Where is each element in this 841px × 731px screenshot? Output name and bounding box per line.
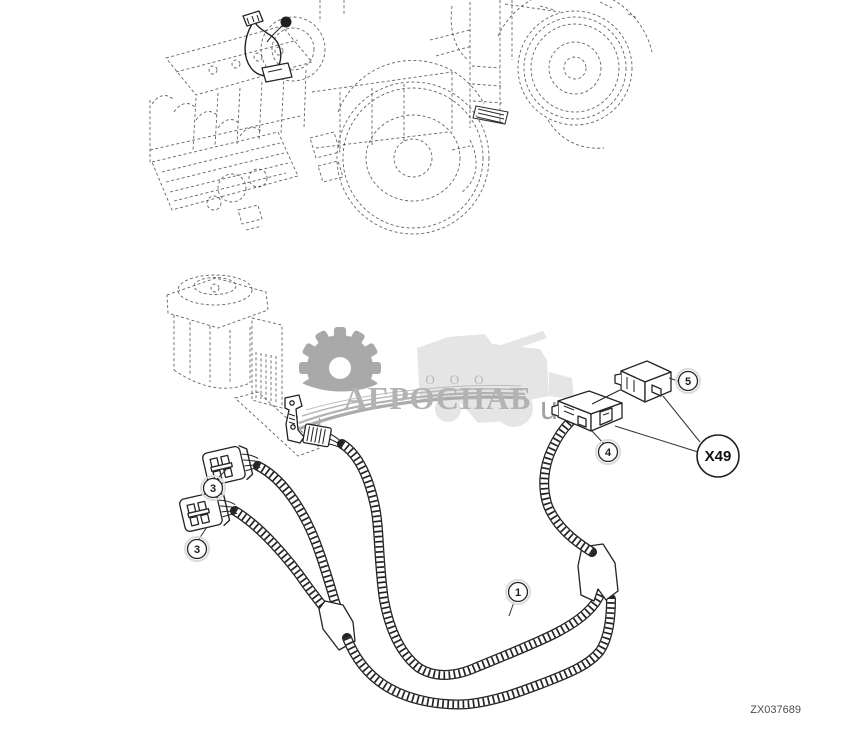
x49-reference: X49 — [614, 395, 740, 478]
engine-block-sketch — [149, 25, 344, 231]
callout-3-upper-label: 3 — [210, 483, 216, 495]
x49-balloon — [696, 434, 740, 478]
callout-1-label: 1 — [515, 587, 521, 599]
filter-unit-sketch — [166, 274, 321, 457]
callout-1-leader — [508, 601, 515, 617]
x49-leader-to-socket — [614, 425, 699, 453]
callout-5-label: 5 — [685, 376, 691, 388]
x49-label: X49 — [705, 448, 732, 465]
gear-logo-icon — [292, 327, 388, 416]
right-junction-boot — [577, 543, 619, 602]
callout-3-lower: 3 — [184, 536, 210, 562]
cab-step-sketch — [472, 105, 509, 125]
air-cleaner-sketch — [260, 16, 326, 82]
cab-ladder-sketch — [450, 0, 639, 128]
watermark-suffix: u — [540, 390, 558, 426]
rear-wheel-sketch — [497, 0, 653, 149]
callout-3-upper: 3 — [200, 475, 226, 501]
callout-3-lower-label: 3 — [194, 544, 200, 556]
x49-leader-to-relay — [662, 395, 701, 443]
swoosh-lines — [295, 384, 527, 432]
grommet-dot — [280, 16, 292, 28]
doc-number: ZX037689 — [750, 704, 801, 716]
callout-4: 4 — [595, 439, 621, 465]
callouts: 1 3 3 4 5 — [184, 368, 701, 617]
watermark-prefix: ООО — [425, 372, 498, 387]
watermark-company-name: АГРОСНАБ — [344, 380, 532, 416]
connector-5-relay — [591, 360, 672, 405]
bracket-connector — [302, 423, 344, 449]
callout-1: 1 — [505, 579, 531, 605]
callout-5: 5 — [675, 368, 701, 394]
watermark: ООО АГРОСНАБ u — [292, 327, 574, 432]
connector-4-socket — [551, 390, 623, 432]
callout-4-label: 4 — [605, 447, 612, 459]
tractor-overview-sketch — [149, 0, 653, 235]
engine-harness-highlight — [242, 10, 293, 83]
mounting-bracket — [284, 394, 305, 444]
front-wheel-sketch — [336, 59, 490, 235]
harness-drawing — [178, 360, 672, 704]
